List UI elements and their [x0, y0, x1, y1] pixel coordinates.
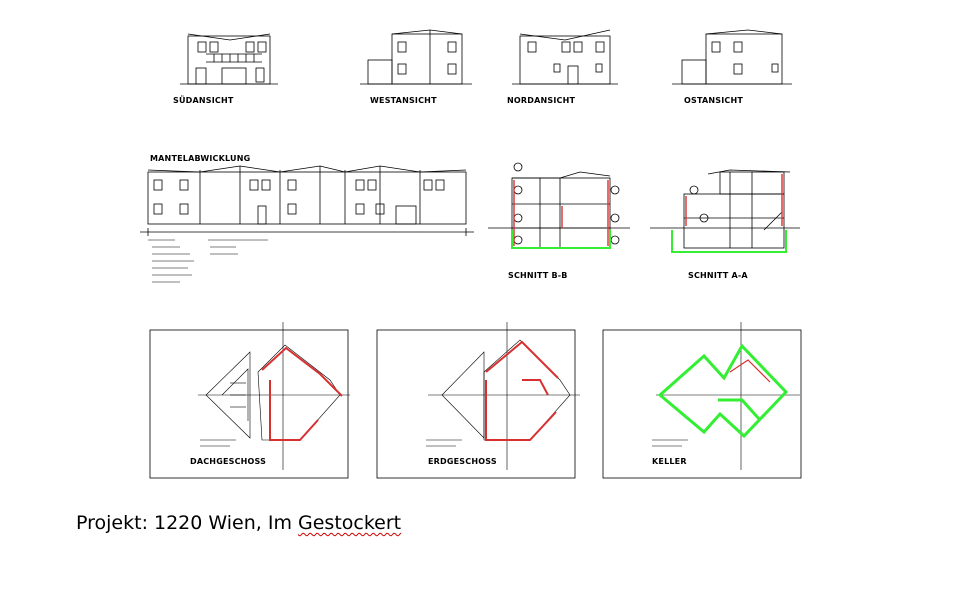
north-elevation: [512, 29, 618, 85]
label-south-elevation: SÜDANSICHT: [173, 96, 234, 105]
label-section-aa: SCHNITT A-A: [688, 271, 748, 280]
architectural-drawing-sheet: SÜDANSICHT WESTANSICHT NORDANSICHT OSTAN…: [140, 29, 802, 479]
label-west-elevation: WESTANSICHT: [370, 96, 437, 105]
section-bb: [488, 162, 630, 249]
label-ground-plan: ERDGESCHOSS: [428, 457, 497, 466]
facade-unfolding: [140, 165, 474, 236]
east-elevation: [672, 29, 792, 85]
attic-plan: [198, 322, 350, 470]
legend-notes: [148, 239, 268, 283]
project-caption: Projekt: 1220 Wien, Im Gestockert: [76, 512, 401, 534]
west-elevation: [360, 29, 472, 85]
basement-plan-frame: [602, 329, 802, 479]
label-basement-plan: KELLER: [652, 457, 687, 466]
ground-plan: [426, 322, 580, 470]
label-north-elevation: NORDANSICHT: [507, 96, 576, 105]
caption-prefix: Projekt: 1220 Wien, Im: [76, 512, 299, 534]
ground-plan-frame: [376, 329, 576, 479]
drawing-canvas: [140, 29, 802, 479]
label-east-elevation: OSTANSICHT: [684, 96, 744, 105]
section-green-base: [511, 230, 787, 253]
attic-plan-frame: [149, 329, 349, 479]
section-red-walls: [513, 174, 783, 246]
label-facade-unfolding: MANTELABWICKLUNG: [150, 154, 251, 163]
label-attic-plan: DACHGESCHOSS: [190, 457, 267, 466]
basement-plan: [652, 322, 800, 470]
section-aa: [650, 169, 800, 249]
south-elevation: [180, 33, 278, 85]
label-section-bb: SCHNITT B-B: [508, 271, 568, 280]
caption-street-name: Gestockert: [298, 512, 402, 534]
